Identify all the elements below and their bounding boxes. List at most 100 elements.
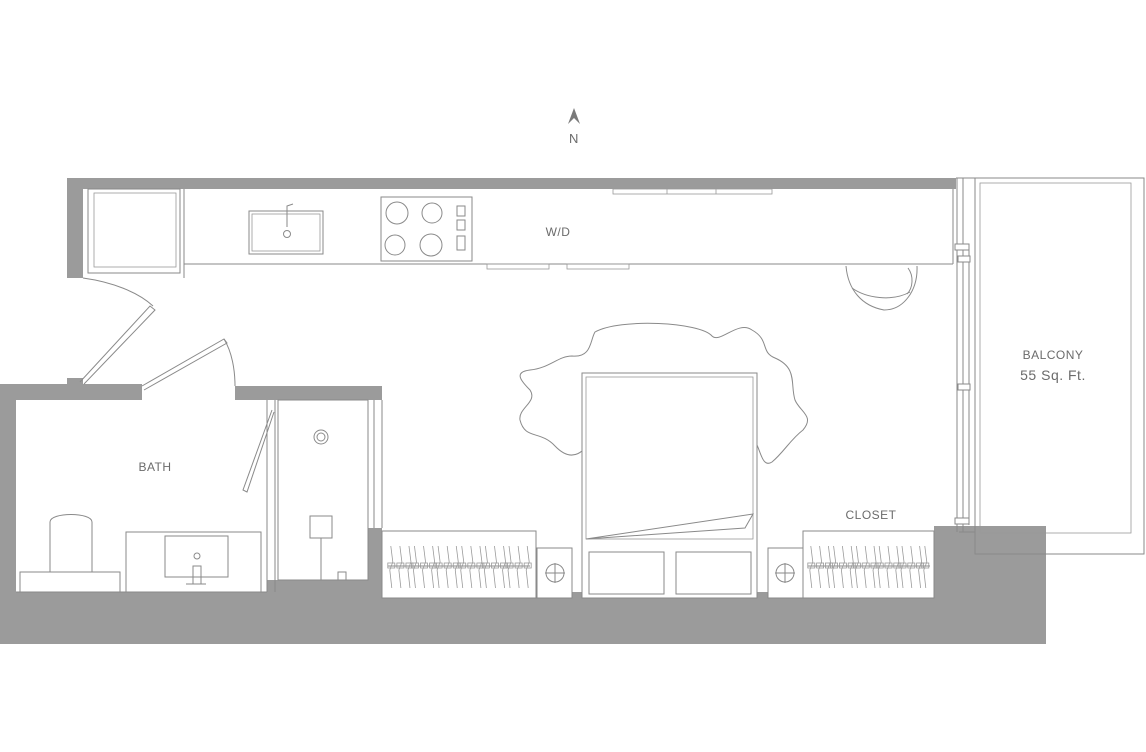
closet [802, 530, 935, 599]
hanger [460, 545, 465, 589]
hanger-hook [898, 562, 907, 569]
hanger-hook [396, 562, 405, 569]
hanger [895, 545, 900, 589]
hanger-hook [505, 562, 514, 569]
hanger [436, 545, 441, 589]
hanger-hook [847, 562, 856, 569]
hanger [886, 545, 891, 589]
wall-south [0, 592, 1046, 644]
pillow [675, 551, 752, 595]
wall-entry-stub [67, 378, 83, 386]
wall-bath-east-pier [368, 528, 382, 598]
wd-label: W/D [546, 225, 571, 239]
wall-bath-north-right [235, 386, 382, 400]
lounge-chair [845, 265, 918, 311]
wall-southeast-pier [934, 526, 1046, 596]
hanger-hook [491, 562, 499, 569]
hanger-hook [830, 562, 838, 569]
hanger [398, 545, 403, 589]
hanger-hook [875, 562, 884, 569]
hanger-hook [921, 562, 930, 569]
bed [581, 372, 758, 599]
rug [519, 322, 809, 464]
hanger [413, 545, 417, 589]
hanger [469, 545, 474, 589]
closet-label: CLOSET [845, 508, 896, 522]
window-wall-east [954, 178, 975, 533]
hanger-hook [452, 562, 461, 569]
hanger-hook [861, 562, 870, 569]
hanger-hook [443, 562, 452, 569]
hanger-hook [893, 562, 902, 569]
hanger-hook [420, 562, 428, 569]
hanger [849, 545, 854, 589]
hanger [863, 545, 868, 589]
hanger [389, 545, 394, 589]
hanger [854, 545, 859, 589]
hanger-hook [458, 562, 467, 569]
hanger-hook [514, 562, 523, 569]
hanger-hook [816, 562, 824, 569]
hanger [818, 545, 823, 589]
hanger [483, 545, 488, 589]
fridge [87, 188, 181, 274]
hanger-hook [481, 562, 490, 569]
hanger-hook [916, 562, 924, 569]
bath-fixtures [16, 399, 383, 593]
balcony [956, 177, 1145, 555]
hanger-hook [853, 562, 861, 569]
wall-bath-north-left [0, 384, 142, 400]
bath-door [141, 338, 236, 391]
hanger-hook [500, 562, 508, 569]
balcony-label: BALCONY [1023, 348, 1084, 362]
hanger-hook [825, 562, 833, 569]
bath-label: BATH [138, 460, 171, 474]
hanger [525, 545, 530, 589]
wall-west-entry [67, 178, 83, 278]
balcony-area-label: 55 Sq. Ft. [1020, 367, 1086, 383]
hanger-hook [411, 562, 419, 569]
toilet [49, 514, 93, 573]
hanger [900, 545, 905, 589]
hanger-hook [884, 562, 893, 569]
hanger-hook [467, 562, 476, 569]
hanger [909, 545, 914, 589]
north-arrow-icon [568, 108, 580, 124]
hanger [826, 545, 831, 589]
wall-bath-floor-block [267, 580, 368, 594]
hanger [809, 545, 814, 589]
hanger [507, 545, 512, 589]
nightstands [536, 547, 804, 599]
hanger [431, 545, 436, 589]
cooktop [380, 196, 473, 262]
hanger-hook [870, 562, 879, 569]
hanger-hook [405, 562, 414, 569]
shower [277, 399, 369, 581]
hanger-hook [839, 562, 847, 569]
hanger-hook [523, 562, 532, 569]
hanger-hook [907, 562, 916, 569]
pillow [588, 551, 665, 595]
hanger [445, 545, 450, 589]
hanger [840, 545, 845, 589]
wall-bath-west [0, 384, 16, 644]
north-label: N [569, 131, 579, 146]
hanger-hook [434, 562, 443, 569]
hanger [516, 545, 521, 589]
hanger [478, 545, 483, 589]
hanger [493, 545, 497, 589]
hanger-hook [429, 562, 438, 569]
hanger [923, 545, 928, 589]
kitchen-sink [248, 210, 324, 255]
hanger [502, 545, 506, 589]
hanger [877, 545, 882, 589]
hanger [918, 545, 923, 589]
hanger [454, 545, 459, 589]
hanger [422, 545, 426, 589]
hanger [872, 545, 877, 589]
walls [0, 178, 1046, 644]
entry-door [79, 277, 156, 385]
hanger-hook [387, 562, 396, 569]
kitchen-counter [87, 188, 954, 278]
